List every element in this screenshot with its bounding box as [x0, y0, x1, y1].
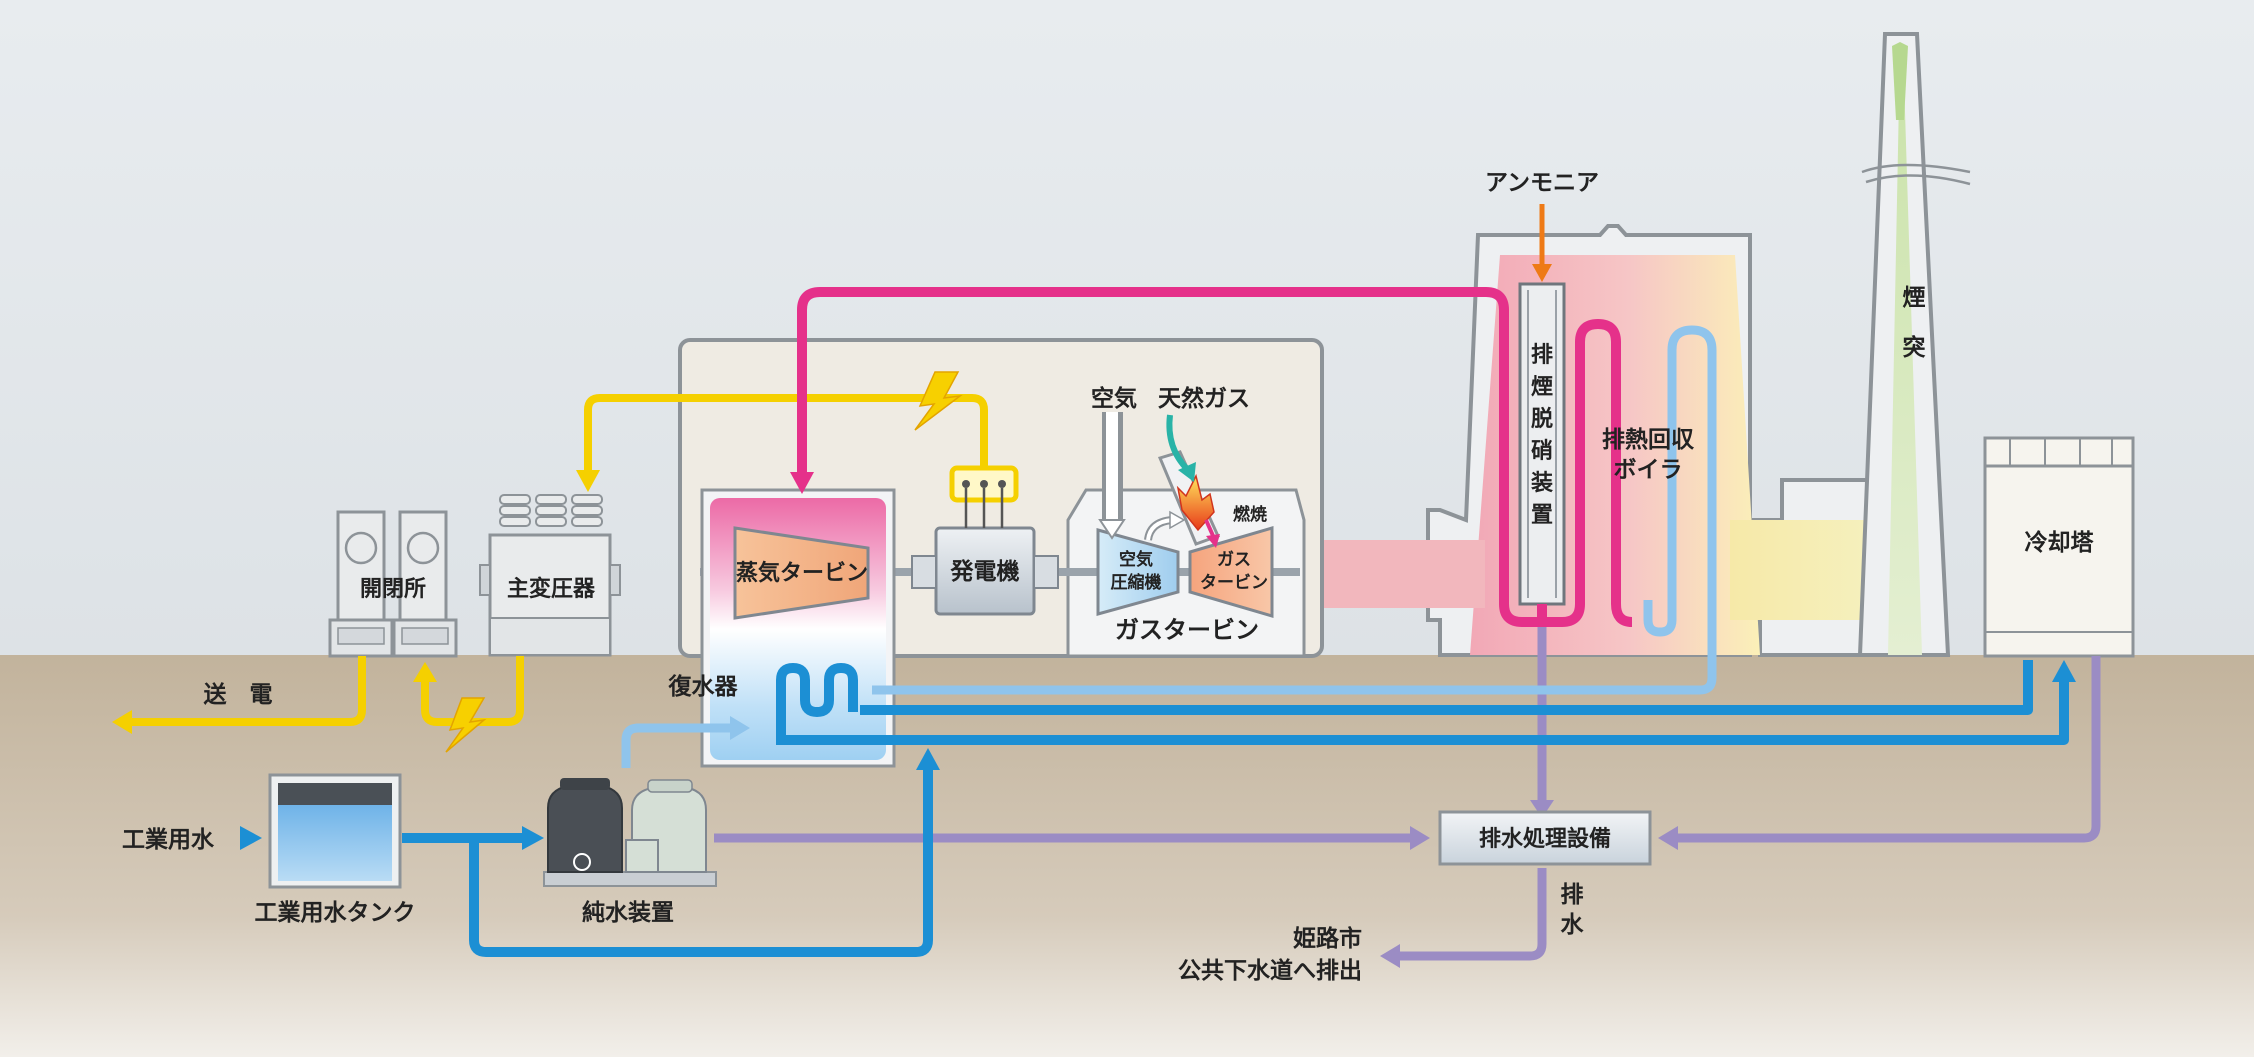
natural-gas-label: 天然ガス [1158, 385, 1250, 412]
condenser-label: 復水器 [668, 673, 739, 700]
natural-gas-arrow [1166, 414, 1191, 473]
generator-label: 発電機 [950, 559, 1020, 585]
pure-water-unit [543, 778, 717, 887]
industrial-water-arrowhead [240, 826, 262, 850]
steam-lines [797, 287, 1633, 627]
chimney-label: 突 [1903, 334, 1926, 361]
industrial-water-tank [268, 773, 402, 889]
gas-turbine [1188, 525, 1274, 619]
switchyard-label: 開閉所 [360, 577, 426, 602]
steam-turbine [733, 526, 870, 620]
switchyard [328, 510, 458, 658]
chimney-label: 煙 [1903, 285, 1926, 311]
hrsg-label: ボイラ [1614, 457, 1683, 483]
cooling-water-arrowhead [916, 748, 940, 770]
air-inlet-arrow [1098, 412, 1186, 541]
wastewater-facility [1438, 810, 1652, 866]
natural-gas-arrowhead [1178, 462, 1196, 482]
industrial-water-tank-label: 工業用水タンク [255, 899, 416, 926]
exhaust-duct [1305, 540, 1485, 608]
air-compressor [1096, 528, 1180, 616]
cooling-water-lines [242, 660, 2069, 957]
steam-arrowhead [790, 472, 814, 494]
air-label: 空気 [1091, 385, 1137, 412]
pure-water-arrowhead [730, 716, 750, 740]
gas-turbine-caption: ガスタービン [1115, 616, 1259, 644]
drainage-label: 排 [1561, 882, 1584, 908]
transmission-arrowhead [112, 710, 132, 734]
main-transformer-label: 主変圧器 [507, 576, 596, 602]
compressor-label: 圧縮機 [1111, 572, 1162, 593]
lightning-bolt-icon [914, 371, 963, 431]
electricity-arrowhead [413, 662, 437, 682]
cooling-water-arrowhead [2052, 660, 2076, 682]
denox-label: 脱 [1531, 407, 1553, 432]
electricity-arrowhead [576, 470, 600, 492]
condensate-lines [621, 325, 1717, 768]
tank-outlet-arrowhead [522, 826, 544, 850]
drainage-label: 水 [1561, 912, 1585, 938]
sewer-label: 姫路市 [1293, 925, 1362, 952]
fuel-flow-arrow [1204, 519, 1216, 539]
ammonia-arrowhead [1532, 264, 1552, 282]
wastewater-arrowhead [1658, 826, 1678, 850]
denox-label: 煙 [1531, 375, 1553, 400]
chimney [1857, 32, 1971, 657]
wastewater-arrowhead [1530, 800, 1554, 818]
compressor-label: 空気 [1119, 549, 1153, 570]
main-transformer [479, 494, 621, 657]
gas-turbine-label: ガス [1217, 550, 1251, 570]
steam-turbine-label: 蒸気タービン [736, 560, 868, 586]
industrial-water-label: 工業用水 [122, 826, 215, 853]
pure-water-unit-label: 純水装置 [582, 899, 674, 926]
cooling-tower-label: 冷却塔 [2025, 529, 2095, 556]
denox-label: 排 [1531, 343, 1553, 368]
ammonia-label: アンモニア [1485, 170, 1599, 196]
lightning-bolt-icon [445, 697, 487, 753]
hrsg-label: 排熱回収 [1602, 427, 1695, 453]
flame-icon [1176, 473, 1215, 532]
cooling-tower [1983, 436, 2135, 658]
drainage-arrowhead [1380, 944, 1400, 968]
combustion-label: 燃焼 [1233, 504, 1267, 525]
wastewater-facility-label: 排水処理設備 [1479, 826, 1611, 852]
denox-label: 装 [1531, 471, 1553, 496]
denox-label: 硝 [1531, 438, 1553, 464]
transmission-label: 送 電 [204, 681, 273, 708]
gas-turbine-label: タービン [1200, 573, 1268, 593]
sewer-label: 公共下水道へ排出 [1178, 957, 1362, 984]
wastewater-arrowhead [1410, 826, 1430, 850]
denox-label: 置 [1531, 503, 1553, 528]
